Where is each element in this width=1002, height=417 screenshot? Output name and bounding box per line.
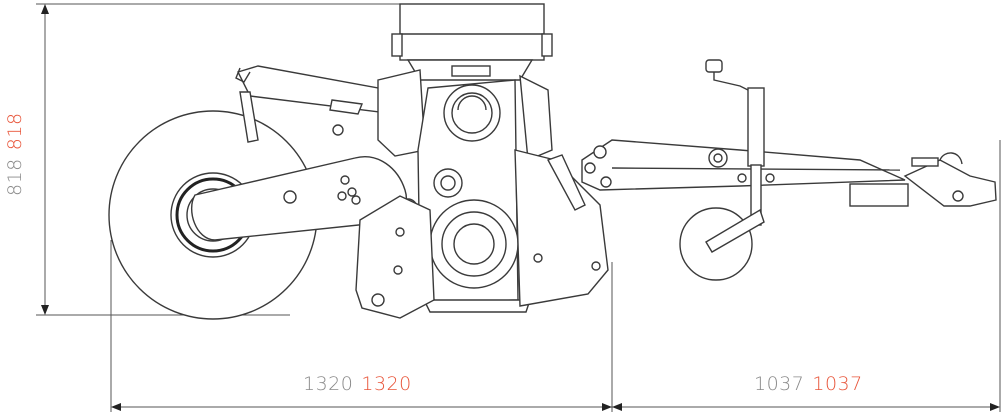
height-grey-value: 818 — [4, 158, 26, 196]
hitch-coupling — [903, 152, 997, 207]
left-skid — [355, 195, 435, 319]
jack-stand — [679, 59, 765, 281]
base-length-orange-value: 1320 — [361, 373, 412, 395]
base-length-dimension: 1320 1320 — [303, 373, 412, 395]
drawbar-length-dimension: 1037 1037 — [754, 373, 863, 395]
height-dimension-line — [36, 3, 400, 316]
side-plate — [514, 149, 609, 307]
rotor-casing — [417, 79, 531, 313]
base-length-grey-value: 1320 — [303, 373, 354, 395]
height-orange-value: 818 — [4, 112, 26, 151]
drawbar-length-orange-value: 1037 — [812, 373, 863, 395]
drawbar-frame — [581, 139, 909, 207]
gearbox — [391, 3, 553, 81]
rear-housing — [377, 69, 553, 162]
height-dimension: 818818 — [4, 112, 26, 196]
drawbar-length-grey-value: 1037 — [754, 373, 805, 395]
length-dimension-lines — [110, 140, 1001, 412]
